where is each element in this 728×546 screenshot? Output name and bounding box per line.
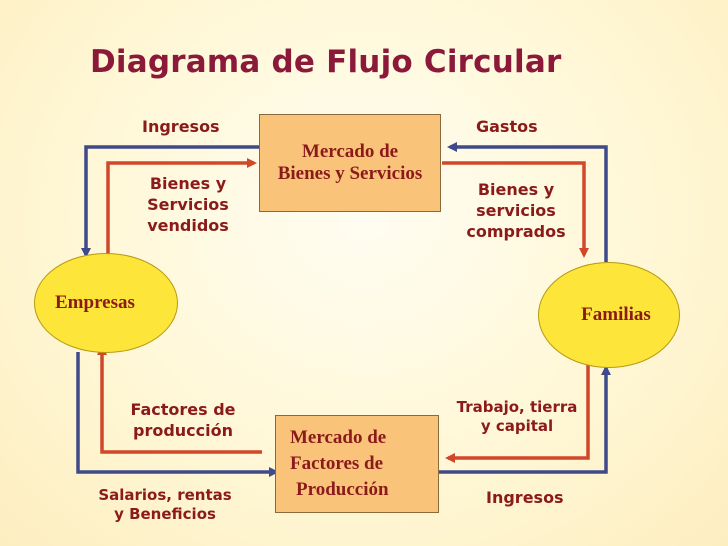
goods-bought-line: Bienes y <box>477 180 555 199</box>
goods-market-box: Mercado de Bienes y Servicios <box>259 114 441 212</box>
spending-flow-arrow <box>447 142 608 262</box>
goods-bought-line: servicios <box>476 201 556 220</box>
wages-line: Salarios, rentas <box>98 486 232 504</box>
wages-flow-arrow <box>76 352 279 477</box>
factor-market-box: Mercado de Factores de Producción <box>275 415 439 513</box>
households-label: Familias <box>581 304 651 325</box>
goods-sold-line: Bienes y <box>149 174 227 193</box>
top-spending-label: Gastos <box>476 117 538 136</box>
goods-sold-arrow <box>106 158 257 263</box>
labor-line: y capital <box>480 417 554 435</box>
household-income-arrow <box>438 365 611 474</box>
firms-label: Empresas <box>55 292 135 313</box>
factors-label: Factores de producción <box>121 399 245 441</box>
bottom-income-label: Ingresos <box>486 488 564 507</box>
page-title: Diagrama de Flujo Circular <box>90 44 562 80</box>
goods-sold-line: Servicios <box>147 195 229 214</box>
factors-line: producción <box>132 421 233 440</box>
factor-market-line3: Producción <box>296 479 389 500</box>
goods-bought-arrow <box>442 161 589 258</box>
goods-sold-line: vendidos <box>147 216 229 235</box>
factor-market-line1: Mercado de <box>290 427 387 448</box>
labor-flow-arrow <box>445 352 590 463</box>
factors-flow-arrow <box>97 345 262 454</box>
wages-label: Salarios, rentas y Beneficios <box>88 486 242 524</box>
labor-label: Trabajo, tierra y capital <box>450 398 584 436</box>
factors-line: Factores de <box>130 400 236 419</box>
top-income-label: Ingresos <box>142 117 220 136</box>
goods-market-line2: Bienes y Servicios <box>277 163 423 184</box>
labor-line: Trabajo, tierra <box>456 398 578 416</box>
goods-bought-line: comprados <box>466 222 566 241</box>
goods-sold-label: Bienes y Servicios vendidos <box>138 173 238 236</box>
firms-node: Empresas <box>34 253 178 353</box>
households-node: Familias <box>538 262 680 368</box>
wages-line: y Beneficios <box>114 505 216 523</box>
revenue-flow-arrow <box>81 145 262 258</box>
goods-bought-label: Bienes y servicios comprados <box>458 179 574 242</box>
factor-market-line2: Factores de <box>290 453 384 474</box>
goods-market-line1: Mercado de <box>301 141 399 162</box>
